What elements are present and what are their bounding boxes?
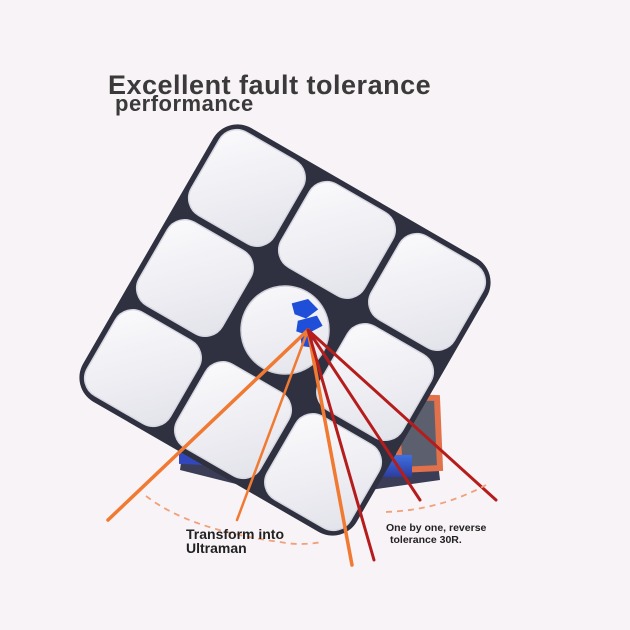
cube-top-face: [79, 124, 491, 536]
red-tolerance-lines: [306, 328, 498, 562]
right-dashed-arc: [385, 484, 487, 513]
annotation-left: Transform into Ultraman: [186, 527, 284, 555]
annotation-right: One by one, reverse tolerance 30R.: [386, 522, 486, 546]
left-dashed-arc: [145, 495, 323, 545]
headline-line-2: performance: [115, 91, 254, 116]
headline-line-1: Excellent fault tolerance: [108, 70, 432, 100]
annotation-right-line-2: tolerance 30R.: [390, 534, 462, 546]
annotation-left-line-1: Transform into: [186, 526, 285, 542]
annotation-right-line-1: One by one, reverse: [386, 522, 487, 534]
orange-tolerance-lines: [106, 328, 354, 567]
annotation-left-line-2: Ultraman: [186, 540, 247, 556]
